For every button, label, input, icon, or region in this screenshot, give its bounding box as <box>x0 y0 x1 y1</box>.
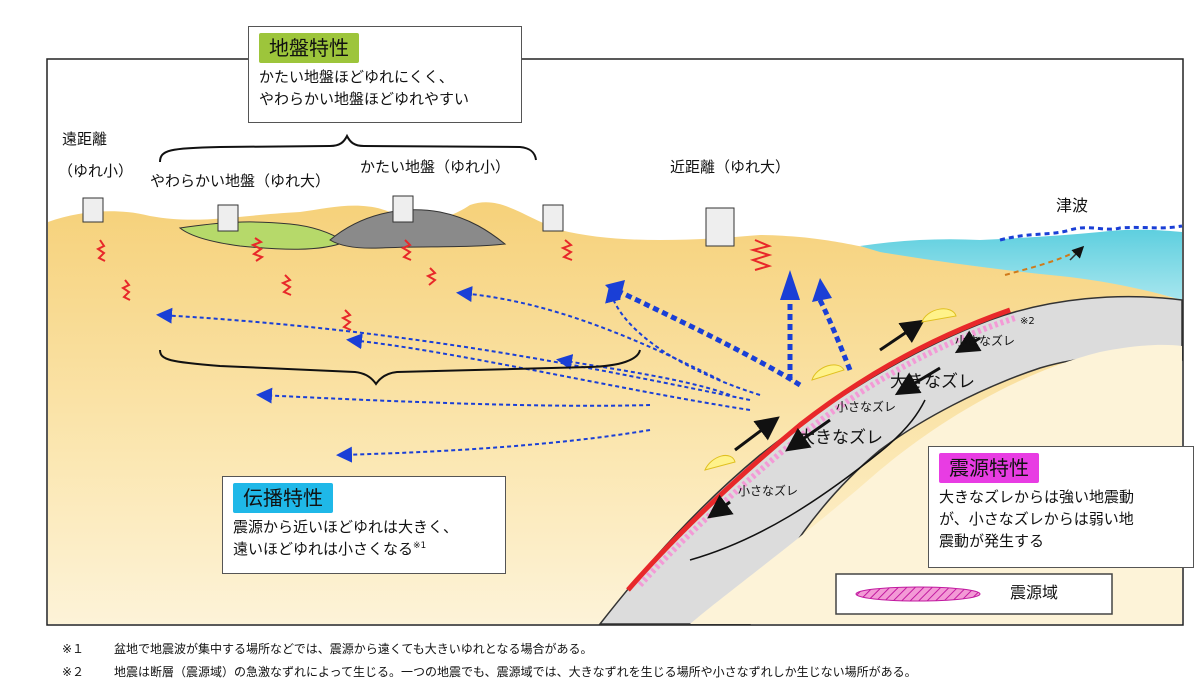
propagation-line-2: 遠いほどゆれは小さくなる <box>233 539 414 558</box>
hard-ground-label: かたい地盤（ゆれ小） <box>360 158 511 176</box>
propagation-note-mark: ※1 <box>413 540 427 551</box>
fault-line <box>626 307 1011 592</box>
footnote-2-mark: ※２ <box>62 665 85 679</box>
ground-brace <box>159 133 537 163</box>
large-slip-label: 大きなズレ <box>798 428 883 448</box>
propagation-characteristic-title: 伝播特性 <box>233 483 333 513</box>
small-slip-label: 小さなズレ <box>738 484 799 498</box>
strong-arrows <box>618 289 853 388</box>
seismic-waves <box>96 237 773 331</box>
large-slip-label: 大きなズレ <box>890 372 975 392</box>
ground-characteristic-title: 地盤特性 <box>259 33 359 63</box>
sea-floor-uplift <box>1004 251 1076 276</box>
footnote-2: ※２ 地震は断層（震源域）の急激なずれによって生じる。一つの地震でも、震源域では、… <box>62 663 917 680</box>
ground-line-2: やわらかい地盤ほどゆれやすい <box>259 89 470 108</box>
propagation-characteristic-box: 伝播特性 震源から近いほどゆれは大きく、 遠いほどゆれは小さくなる※1 <box>222 476 506 574</box>
legend-swatch <box>855 586 981 602</box>
source-line-2: が、小さなズレからは弱い地 <box>939 509 1134 528</box>
legend-label: 震源域 <box>1010 583 1059 602</box>
near-label: 近距離（ゆれ大） <box>670 158 791 176</box>
far-shake-label: （ゆれ小） <box>58 162 134 180</box>
source-line-1: 大きなズレからは強い地震動 <box>939 488 1135 506</box>
footnote-2-text: 地震は断層（震源域）の急激なずれによって生じる。一つの地震でも、震源域では、大き… <box>114 665 917 679</box>
propagation-line-1: 震源から近いほどゆれは大きく、 <box>233 518 459 536</box>
small-slip-label: 小さなズレ <box>955 334 1016 348</box>
tsunami-wave <box>999 224 1183 242</box>
propagation-arrows <box>156 286 761 463</box>
note-mark: ※2 <box>1020 316 1035 327</box>
ground-line-1: かたい地盤ほどゆれにくく、 <box>259 68 454 86</box>
source-characteristic-box: 震源特性 大きなズレからは強い地震動 が、小さなズレからは弱い地 震動が発生する <box>928 446 1194 568</box>
small-slip-label: 小さなズレ <box>836 400 897 414</box>
slip-arrows <box>707 319 982 519</box>
far-label: 遠距離 <box>62 130 108 148</box>
tsunami-label: 津波 <box>1056 196 1089 215</box>
footnote-1: ※１ 盆地で地震波が集中する場所などでは、震源から遠くても大きいゆれとなる場合があ… <box>62 640 592 657</box>
subducting-plate <box>598 295 1183 625</box>
buildings <box>82 195 735 247</box>
source-line-3: 震動が発生する <box>939 531 1045 550</box>
source-characteristic-title: 震源特性 <box>939 453 1039 483</box>
slip-patches <box>704 308 957 471</box>
source-brace <box>689 399 926 561</box>
footnote-1-text: 盆地で地震波が集中する場所などでは、震源から遠くても大きいゆれとなる場合がある。 <box>114 642 593 656</box>
footnote-1-mark: ※１ <box>62 642 85 656</box>
ground-characteristic-box: 地盤特性 かたい地盤ほどゆれにくく、 やわらかい地盤ほどゆれやすい <box>248 26 522 123</box>
sea <box>860 229 1182 300</box>
propagation-brace <box>159 349 641 386</box>
soft-ground-label: やわらかい地盤（ゆれ大） <box>150 172 331 190</box>
